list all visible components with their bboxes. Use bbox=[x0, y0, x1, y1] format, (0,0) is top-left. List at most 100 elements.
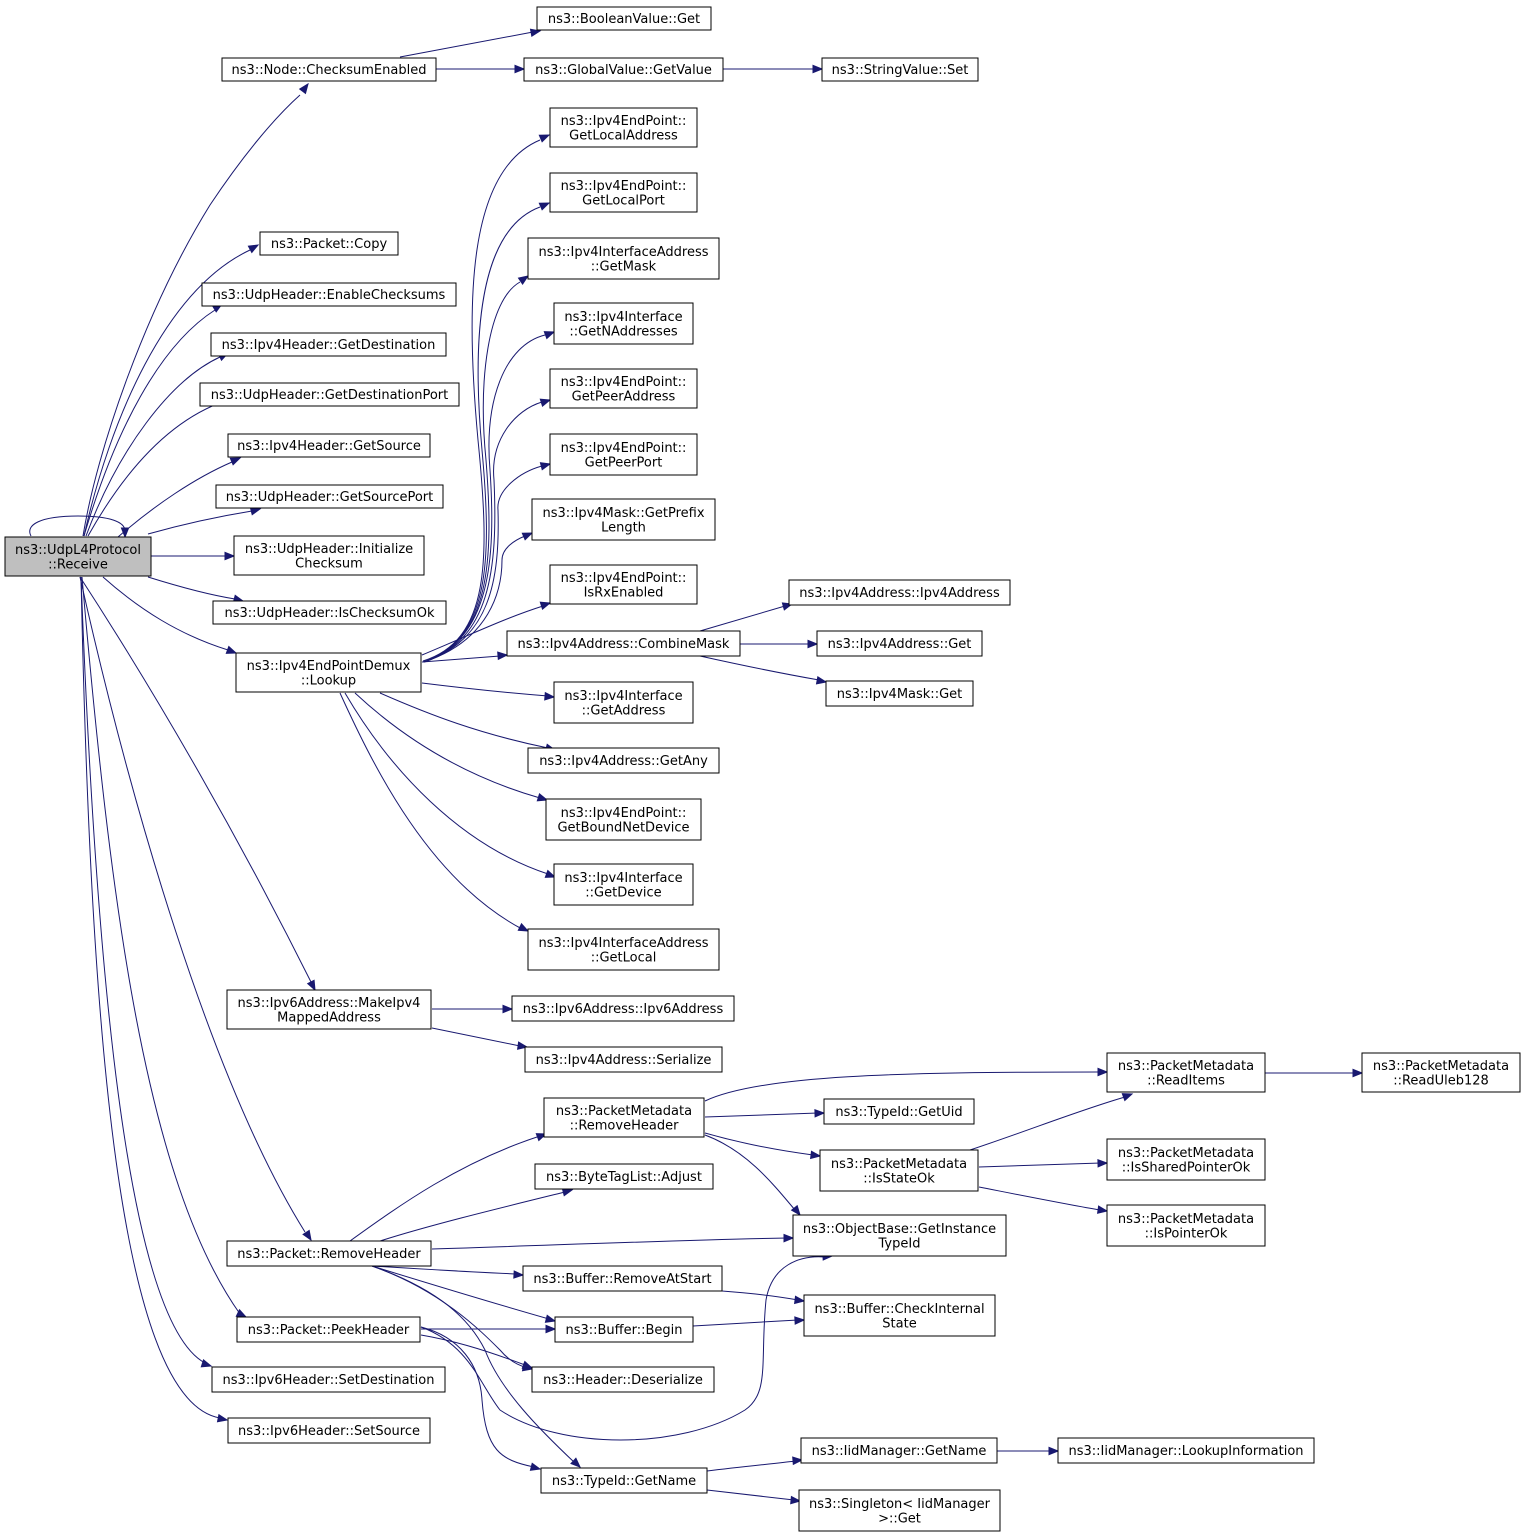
node-type-id-get-uid[interactable]: ns3::TypeId::GetUid bbox=[823, 1098, 975, 1125]
node-ep-get-peer-address[interactable]: ns3::Ipv4EndPoint::GetPeerAddress bbox=[549, 368, 698, 409]
call-edge bbox=[420, 1326, 542, 1471]
node-ipv4-addr-serialize[interactable]: ns3::Ipv4Address::Serialize bbox=[524, 1046, 723, 1073]
node-root[interactable]: ns3::UdpL4Protocol::Receive bbox=[4, 536, 152, 577]
node-label: ns3::IidManager::GetName bbox=[812, 1444, 987, 1459]
node-ep-get-local-address[interactable]: ns3::Ipv4EndPoint::GetLocalAddress bbox=[549, 107, 698, 148]
node-label: GetPeerPort bbox=[585, 455, 663, 470]
call-edge bbox=[80, 576, 213, 1368]
node-label: ns3::IidManager::LookupInformation bbox=[1068, 1444, 1303, 1459]
node-if-get-address[interactable]: ns3::Ipv4Interface::GetAddress bbox=[553, 681, 694, 724]
call-edge bbox=[82, 82, 309, 537]
call-edge bbox=[740, 639, 819, 649]
node-checksum-enabled[interactable]: ns3::Node::ChecksumEnabled bbox=[221, 57, 437, 82]
edges-layer bbox=[29, 28, 1364, 1505]
node-if-get-device[interactable]: ns3::Ipv4Interface::GetDevice bbox=[553, 863, 694, 906]
node-ep-get-peer-port[interactable]: ns3::Ipv4EndPoint::GetPeerPort bbox=[549, 433, 698, 476]
node-ipv4-get-dest[interactable]: ns3::Ipv4Header::GetDestination bbox=[210, 332, 447, 357]
node-is-checksum-ok[interactable]: ns3::UdpHeader::IsChecksumOk bbox=[212, 600, 447, 625]
node-label: ns3::Singleton< IidManager bbox=[809, 1497, 991, 1512]
call-edge bbox=[704, 1108, 826, 1118]
node-label: ns3::ObjectBase::GetInstance bbox=[803, 1222, 996, 1237]
node-ipv4-addr-ctor[interactable]: ns3::Ipv4Address::Ipv4Address bbox=[788, 579, 1011, 606]
node-ipv6-set-source[interactable]: ns3::Ipv6Header::SetSource bbox=[227, 1417, 431, 1444]
node-ipv4-addr-get-any[interactable]: ns3::Ipv4Address::GetAny bbox=[527, 747, 720, 774]
node-label: ::GetDevice bbox=[585, 885, 661, 900]
node-udp-get-source-port[interactable]: ns3::UdpHeader::GetSourcePort bbox=[215, 484, 444, 509]
node-pm-is-state-ok[interactable]: ns3::PacketMetadata::IsStateOk bbox=[819, 1149, 979, 1192]
node-label: ns3::GlobalValue::GetValue bbox=[535, 63, 712, 78]
node-combine-mask[interactable]: ns3::Ipv4Address::CombineMask bbox=[506, 630, 741, 657]
node-packet-copy[interactable]: ns3::Packet::Copy bbox=[259, 231, 399, 256]
node-if-get-naddresses[interactable]: ns3::Ipv4Interface::GetNAddresses bbox=[553, 302, 694, 345]
node-type-id-get-name[interactable]: ns3::TypeId::GetName bbox=[540, 1467, 708, 1494]
node-label: GetPeerAddress bbox=[572, 389, 676, 404]
node-string-set[interactable]: ns3::StringValue::Set bbox=[821, 57, 979, 82]
node-label: ns3::Ipv6Header::SetSource bbox=[238, 1424, 420, 1439]
node-buf-remove-at-start[interactable]: ns3::Buffer::RemoveAtStart bbox=[522, 1265, 723, 1292]
node-label: ns3::UdpHeader::GetSourcePort bbox=[226, 490, 434, 505]
node-label: IsRxEnabled bbox=[584, 585, 664, 600]
node-pm-is-shared-ptr-ok[interactable]: ns3::PacketMetadata::IsSharedPointerOk bbox=[1106, 1138, 1266, 1181]
node-label: ns3::BooleanValue::Get bbox=[548, 12, 700, 27]
node-label: >::Get bbox=[878, 1511, 921, 1526]
call-edge bbox=[704, 1067, 1109, 1102]
node-ep-is-rx-enabled[interactable]: ns3::Ipv4EndPoint::IsRxEnabled bbox=[549, 564, 698, 605]
call-edge bbox=[399, 28, 542, 58]
node-label: ::GetMask bbox=[591, 259, 657, 274]
node-ipv6-set-dest[interactable]: ns3::Ipv6Header::SetDestination bbox=[211, 1366, 446, 1393]
node-pm-remove-header[interactable]: ns3::PacketMetadata::RemoveHeader bbox=[543, 1097, 705, 1138]
node-iid-get-name[interactable]: ns3::IidManager::GetName bbox=[800, 1437, 998, 1464]
node-label: ns3::Buffer::RemoveAtStart bbox=[533, 1272, 711, 1287]
node-label: ns3::Header::Deserialize bbox=[543, 1373, 703, 1388]
node-label: ns3::ByteTagList::Adjust bbox=[546, 1170, 702, 1185]
node-bool-get[interactable]: ns3::BooleanValue::Get bbox=[536, 6, 712, 31]
node-byte-tag-adjust[interactable]: ns3::ByteTagList::Adjust bbox=[534, 1163, 714, 1190]
node-pm-read-items[interactable]: ns3::PacketMetadata::ReadItems bbox=[1106, 1052, 1266, 1093]
node-iid-lookup-info[interactable]: ns3::IidManager::LookupInformation bbox=[1057, 1437, 1315, 1464]
call-edge bbox=[117, 457, 242, 538]
node-singleton-get[interactable]: ns3::Singleton< IidManager>::Get bbox=[798, 1489, 1001, 1532]
node-udp-get-dest-port[interactable]: ns3::UdpHeader::GetDestinationPort bbox=[199, 382, 460, 407]
call-edge bbox=[147, 576, 245, 603]
node-pm-read-uleb[interactable]: ns3::PacketMetadata::ReadUleb128 bbox=[1361, 1052, 1521, 1093]
node-ipv4-get-source[interactable]: ns3::Ipv4Header::GetSource bbox=[227, 433, 431, 458]
call-edge bbox=[421, 651, 509, 663]
call-edge bbox=[1265, 1068, 1364, 1078]
node-label: ns3::Ipv4InterfaceAddress bbox=[538, 245, 708, 260]
call-edge bbox=[699, 655, 828, 685]
node-ifa-get-local[interactable]: ns3::Ipv4InterfaceAddress::GetLocal bbox=[527, 928, 720, 971]
call-edge bbox=[29, 515, 130, 539]
node-label: ns3::Ipv4Header::GetDestination bbox=[222, 338, 436, 353]
node-ipv4-mask-get[interactable]: ns3::Ipv4Mask::Get bbox=[825, 680, 974, 707]
call-edge bbox=[423, 462, 552, 663]
node-ep-get-bound-net-device[interactable]: ns3::Ipv4EndPoint::GetBoundNetDevice bbox=[545, 798, 702, 841]
node-ipv4-addr-get[interactable]: ns3::Ipv4Address::Get bbox=[816, 630, 983, 657]
call-edge bbox=[421, 682, 556, 701]
node-ipv6-addr-ctor[interactable]: ns3::Ipv6Address::Ipv6Address bbox=[511, 995, 735, 1022]
call-edge bbox=[421, 601, 552, 656]
node-header-deserialize[interactable]: ns3::Header::Deserialize bbox=[531, 1366, 715, 1393]
call-edge bbox=[371, 1265, 525, 1279]
node-label: ns3::Ipv4Interface bbox=[564, 310, 682, 325]
call-edge bbox=[692, 1316, 806, 1327]
call-edge bbox=[436, 64, 526, 74]
node-label: ns3::Packet::RemoveHeader bbox=[237, 1247, 421, 1262]
node-ep-get-local-port[interactable]: ns3::Ipv4EndPoint::GetLocalPort bbox=[549, 172, 698, 213]
node-label: ns3::Buffer::CheckInternal bbox=[814, 1302, 984, 1317]
node-ifa-get-mask[interactable]: ns3::Ipv4InterfaceAddress::GetMask bbox=[527, 237, 720, 280]
node-packet-peek-header[interactable]: ns3::Packet::PeekHeader bbox=[236, 1316, 421, 1343]
node-label: ns3::Ipv4Address::Get bbox=[828, 637, 972, 652]
call-edge bbox=[423, 275, 530, 663]
node-global-get-value[interactable]: ns3::GlobalValue::GetValue bbox=[523, 57, 724, 82]
node-packet-remove-header[interactable]: ns3::Packet::RemoveHeader bbox=[226, 1240, 432, 1267]
node-pm-is-ptr-ok[interactable]: ns3::PacketMetadata::IsPointerOk bbox=[1106, 1204, 1266, 1247]
node-lookup[interactable]: ns3::Ipv4EndPointDemux::Lookup bbox=[235, 652, 422, 693]
node-enable-checksums[interactable]: ns3::UdpHeader::EnableChecksums bbox=[201, 282, 457, 307]
node-buf-begin[interactable]: ns3::Buffer::Begin bbox=[554, 1316, 694, 1343]
